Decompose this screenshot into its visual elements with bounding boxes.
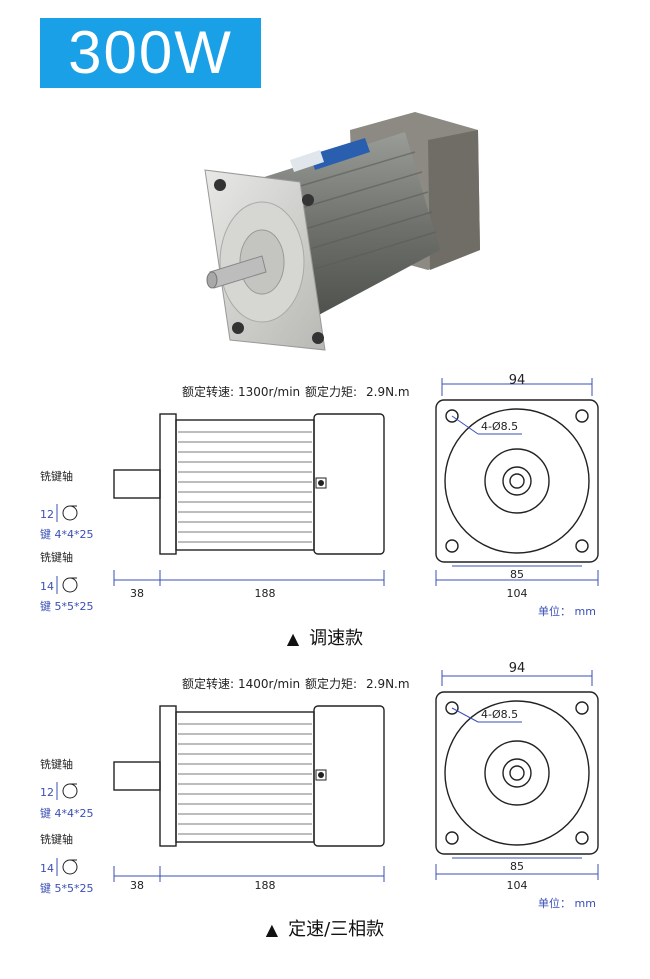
rated-torque-label: 额定力矩: <box>305 676 357 691</box>
shaft-a-label: 铣键轴 <box>40 757 73 771</box>
caption-section-2: ▲ 定速/三相款 <box>0 915 650 941</box>
key-b: 键 5*5*25 <box>40 599 94 613</box>
motor-photo <box>204 112 480 351</box>
dim-shaft-length: 38 <box>130 587 144 600</box>
rated-speed-label: 额定转速: <box>182 384 234 399</box>
shaft-b-dim: 14 <box>40 580 54 593</box>
hole-spec: 4-Ø8.5 <box>481 420 518 433</box>
dim-flange: 104 <box>507 587 528 600</box>
drawing-section-1: 额定转速: 1300r/min 额定力矩: 2.9N.m 铣键轴 12 键 4*… <box>40 373 599 618</box>
key-b: 键 5*5*25 <box>40 881 94 895</box>
dim-hole-pitch: 85 <box>510 568 524 581</box>
dim-shaft-length: 38 <box>130 879 144 892</box>
key-a: 键 4*4*25 <box>40 527 94 541</box>
triangle-icon: ▲ <box>265 920 279 939</box>
dim-body-length: 188 <box>255 879 276 892</box>
unit-label: 单位： mm <box>538 604 596 618</box>
dim-square: 94 <box>509 373 526 388</box>
rated-speed-value: 1300r/min <box>238 385 300 399</box>
rated-torque-label: 额定力矩: <box>305 384 357 399</box>
shaft-a-dim: 12 <box>40 786 54 799</box>
shaft-b-label: 铣键轴 <box>40 832 73 846</box>
caption-section-1: ▲ 调速款 <box>0 624 650 650</box>
rated-speed-label: 额定转速: <box>182 676 234 691</box>
hole-spec: 4-Ø8.5 <box>481 708 518 721</box>
rated-speed-value: 1400r/min <box>238 677 300 691</box>
shaft-b-dim: 14 <box>40 862 54 875</box>
unit-label: 单位： mm <box>538 896 596 910</box>
triangle-icon: ▲ <box>286 629 300 648</box>
dim-hole-pitch: 85 <box>510 860 524 873</box>
dim-body-length: 188 <box>255 587 276 600</box>
drawing-section-2: 额定转速: 1400r/min 额定力矩: 2.9N.m 铣键轴 12 键 4*… <box>40 661 599 910</box>
power-badge: 300W <box>40 18 261 88</box>
dim-flange: 104 <box>507 879 528 892</box>
rated-torque-value: 2.9N.m <box>366 677 410 691</box>
shaft-a-label: 铣键轴 <box>40 469 73 483</box>
rated-torque-value: 2.9N.m <box>366 385 410 399</box>
dim-square: 94 <box>509 661 526 676</box>
caption-text: 定速/三相款 <box>288 919 385 940</box>
shaft-b-label: 铣键轴 <box>40 550 73 564</box>
shaft-a-dim: 12 <box>40 508 54 521</box>
key-a: 键 4*4*25 <box>40 806 94 820</box>
caption-text: 调速款 <box>309 628 364 649</box>
